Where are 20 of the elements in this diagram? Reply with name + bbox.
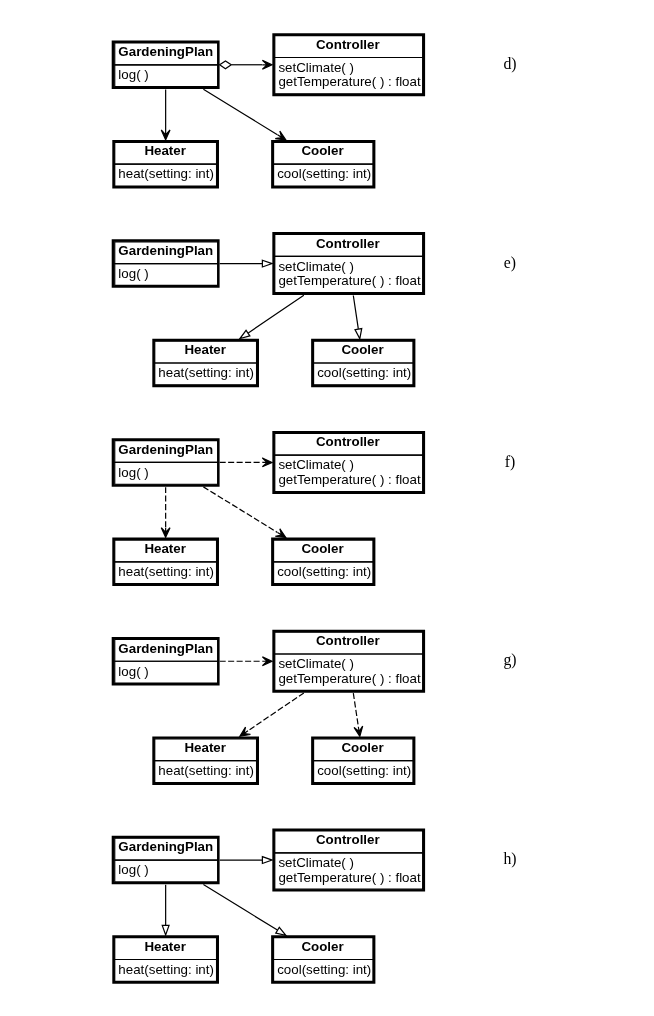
label: h) bbox=[502, 849, 517, 867]
arrow bbox=[218, 456, 273, 467]
arrow bbox=[160, 883, 170, 937]
arrow bbox=[218, 258, 274, 268]
arrow bbox=[218, 655, 273, 666]
arrow bbox=[218, 855, 274, 864]
arrow bbox=[238, 691, 304, 737]
label: g) bbox=[502, 650, 517, 668]
label: e) bbox=[503, 253, 516, 271]
arrow bbox=[352, 692, 363, 737]
arrow bbox=[218, 59, 273, 70]
arrow bbox=[202, 88, 286, 141]
label: d) bbox=[502, 54, 517, 72]
arrow bbox=[202, 883, 287, 936]
arrow bbox=[237, 294, 304, 340]
arrow bbox=[160, 486, 171, 538]
arrow bbox=[160, 88, 171, 140]
label: f) bbox=[504, 452, 515, 470]
arrow bbox=[352, 294, 362, 340]
arrow bbox=[202, 485, 286, 538]
